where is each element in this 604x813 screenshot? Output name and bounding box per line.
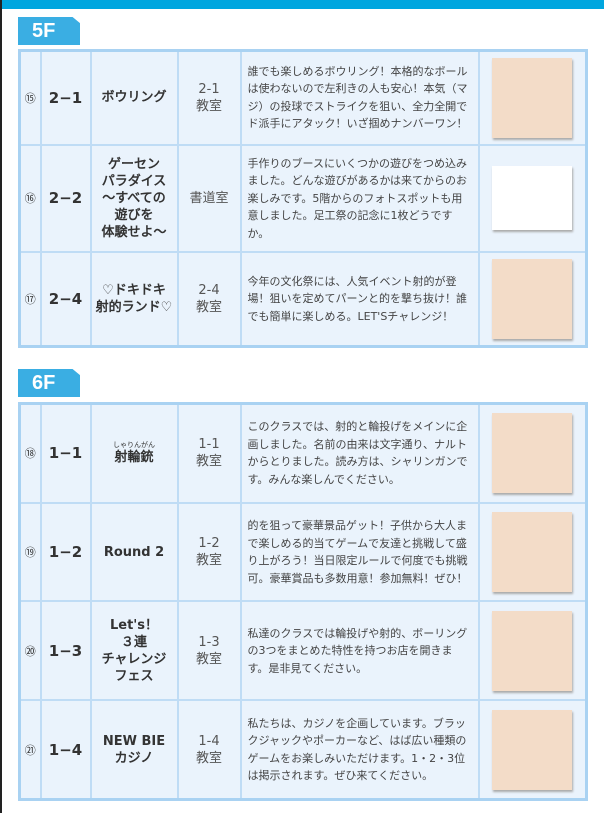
exhibit-name-cell: ♡ドキドキ 射的ランド♡: [89, 251, 179, 348]
image-cell: [477, 143, 588, 254]
class-name: 1−1: [39, 402, 92, 504]
exhibit-image: [492, 166, 573, 231]
exhibit-name-cell: ゲーセン パラダイス 〜すべての 遊びを 体験せよ〜: [89, 143, 179, 254]
exhibit-name: 射輪銃: [114, 449, 154, 465]
entry-number: ⑮: [18, 49, 42, 146]
left-edge: [0, 0, 2, 813]
image-cell: [477, 251, 588, 348]
image-cell: [477, 402, 588, 504]
class-name: 1−4: [39, 699, 92, 801]
entry-number: ⑳: [18, 600, 42, 702]
exhibit-image: [492, 610, 573, 691]
description: 的を狙って豪華景品ゲット！子供から大人まで楽しめる的当てゲームで友達と挑戦して盛…: [239, 501, 480, 603]
class-name: 1−3: [39, 600, 92, 702]
entry-number: ⑰: [18, 251, 42, 348]
exhibit-name: ボウリング: [101, 90, 167, 106]
floor-tab-5f: 5F: [18, 17, 80, 45]
exhibit-name: Round 2: [103, 544, 165, 560]
entry-number: ⑲: [18, 501, 42, 603]
exhibit-image: [492, 57, 573, 138]
exhibit-image: [492, 413, 573, 494]
name-ruby: しゃりんがん: [113, 440, 155, 449]
description: 私達のクラスでは輪投げや射的、ボーリングの3つをまとめた特性を持つお店を開きます…: [239, 600, 480, 702]
description: 私たちは、カジノを企画しています。ブラックジャックやポーカーなど、はば広い種類の…: [239, 699, 480, 801]
class-name: 2−4: [39, 251, 92, 348]
exhibit-name-cell: Let's！ ３連 チャレンジ フェス: [89, 600, 179, 702]
top-bar: [0, 0, 604, 9]
exhibit-name: ♡ドキドキ 射的ランド♡: [95, 283, 173, 315]
room: 1-2 教室: [176, 501, 242, 603]
class-name: 1−2: [39, 501, 92, 603]
exhibit-name-cell: ボウリング: [89, 49, 179, 146]
entry-number: ⑯: [18, 143, 42, 254]
exhibit-name-cell: NEW BIE カジノ: [89, 699, 179, 801]
exhibit-image: [492, 259, 573, 339]
entry-number: ⑱: [18, 402, 42, 504]
class-name: 2−1: [39, 49, 92, 146]
image-cell: [477, 600, 588, 702]
exhibit-name-cell: Round 2: [89, 501, 179, 603]
exhibit-name: Let's！ ３連 チャレンジ フェス: [101, 617, 167, 684]
image-cell: [477, 699, 588, 801]
exhibit-image: [492, 709, 573, 790]
room: 1-1 教室: [176, 402, 242, 504]
floor-tab-6f: 6F: [18, 369, 80, 397]
exhibit-name: ゲーセン パラダイス 〜すべての 遊びを 体験せよ〜: [101, 156, 167, 240]
description: 誰でも楽しめるボウリング！本格的なボールは使わないので左利きの人も安心！本気（マ…: [239, 49, 480, 146]
room: 1-4 教室: [176, 699, 242, 801]
exhibit-image: [492, 512, 573, 593]
room: 2-4 教室: [176, 251, 242, 348]
room: 書道室: [176, 143, 242, 254]
exhibit-name-cell: しゃりんがん射輪銃: [89, 402, 179, 504]
description: このクラスでは、射的と輪投げをメインに企画しました。名前の由来は文字通り、ナルト…: [239, 402, 480, 504]
image-cell: [477, 501, 588, 603]
exhibit-name: NEW BIE カジノ: [102, 733, 166, 766]
description: 今年の文化祭には、人気イベント射的が登場！狙いを定めてパーンと的を撃ち抜け！誰で…: [239, 251, 480, 348]
class-name: 2−2: [39, 143, 92, 254]
room: 2-1 教室: [176, 49, 242, 146]
image-cell: [477, 49, 588, 146]
entry-number: ㉑: [18, 699, 42, 801]
description: 手作りのブースにいくつかの遊びをつめ込みました。どんな遊びがあるかは来てからのお…: [239, 143, 480, 254]
room: 1-3 教室: [176, 600, 242, 702]
